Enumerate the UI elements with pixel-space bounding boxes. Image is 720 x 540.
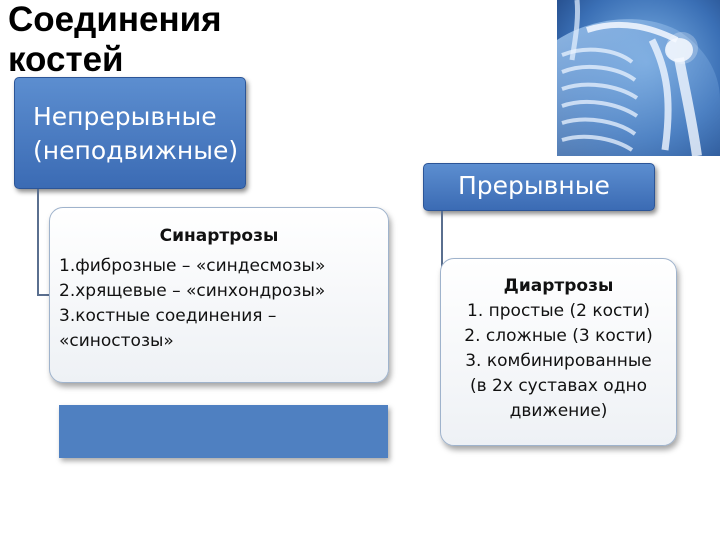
synarthrosis-box: Синартрозы 1.фиброзные – «синдесмозы» 2.… [49,207,389,383]
connector-right-vertical [441,211,443,267]
discontinuous-label: Прерывные [458,171,610,200]
connector-left-vertical [37,189,39,296]
title-line-1: Соединения [8,0,222,39]
skeleton-shoulder-image [557,0,720,156]
diarthrosis-item: 2. сложные (3 кости) [464,326,653,346]
synarthrosis-item: 2.хрящевые – «синхондрозы» [59,281,326,301]
diarthrosis-item: (в 2х суставах одно [470,376,647,396]
slide-title: Соединения костей [8,0,308,80]
continuous-label-line-1: Непрерывные [33,102,217,131]
continuous-label-line-2: (неподвижные) [33,136,239,165]
title-line-2: костей [8,40,124,79]
synarthrosis-item: 3.костные соединения – [59,306,277,326]
continuous-joints-box: Непрерывные (неподвижные) [14,77,246,189]
synarthrosis-item: 1.фиброзные – «синдесмозы» [59,256,326,276]
semi-movable-box: Полуподвижные - симфизы [59,405,388,496]
diarthrosis-item: движение) [509,401,608,421]
semi-movable-label: Полуподвижные - симфизы [81,473,356,496]
skeleton-illustration [557,0,720,156]
diarthrosis-item: 3. комбинированные [465,351,652,371]
connector-left-horizontal [37,294,50,296]
synarthrosis-item: «синостозы» [59,331,174,351]
diarthrosis-box: Диартрозы 1. простые (2 кости) 2. сложны… [440,258,677,446]
diarthrosis-heading: Диартрозы [503,276,614,296]
synarthrosis-heading: Синартрозы [159,226,279,246]
discontinuous-joints-box: Прерывные [423,163,655,211]
diarthrosis-item: 1. простые (2 кости) [467,301,650,321]
